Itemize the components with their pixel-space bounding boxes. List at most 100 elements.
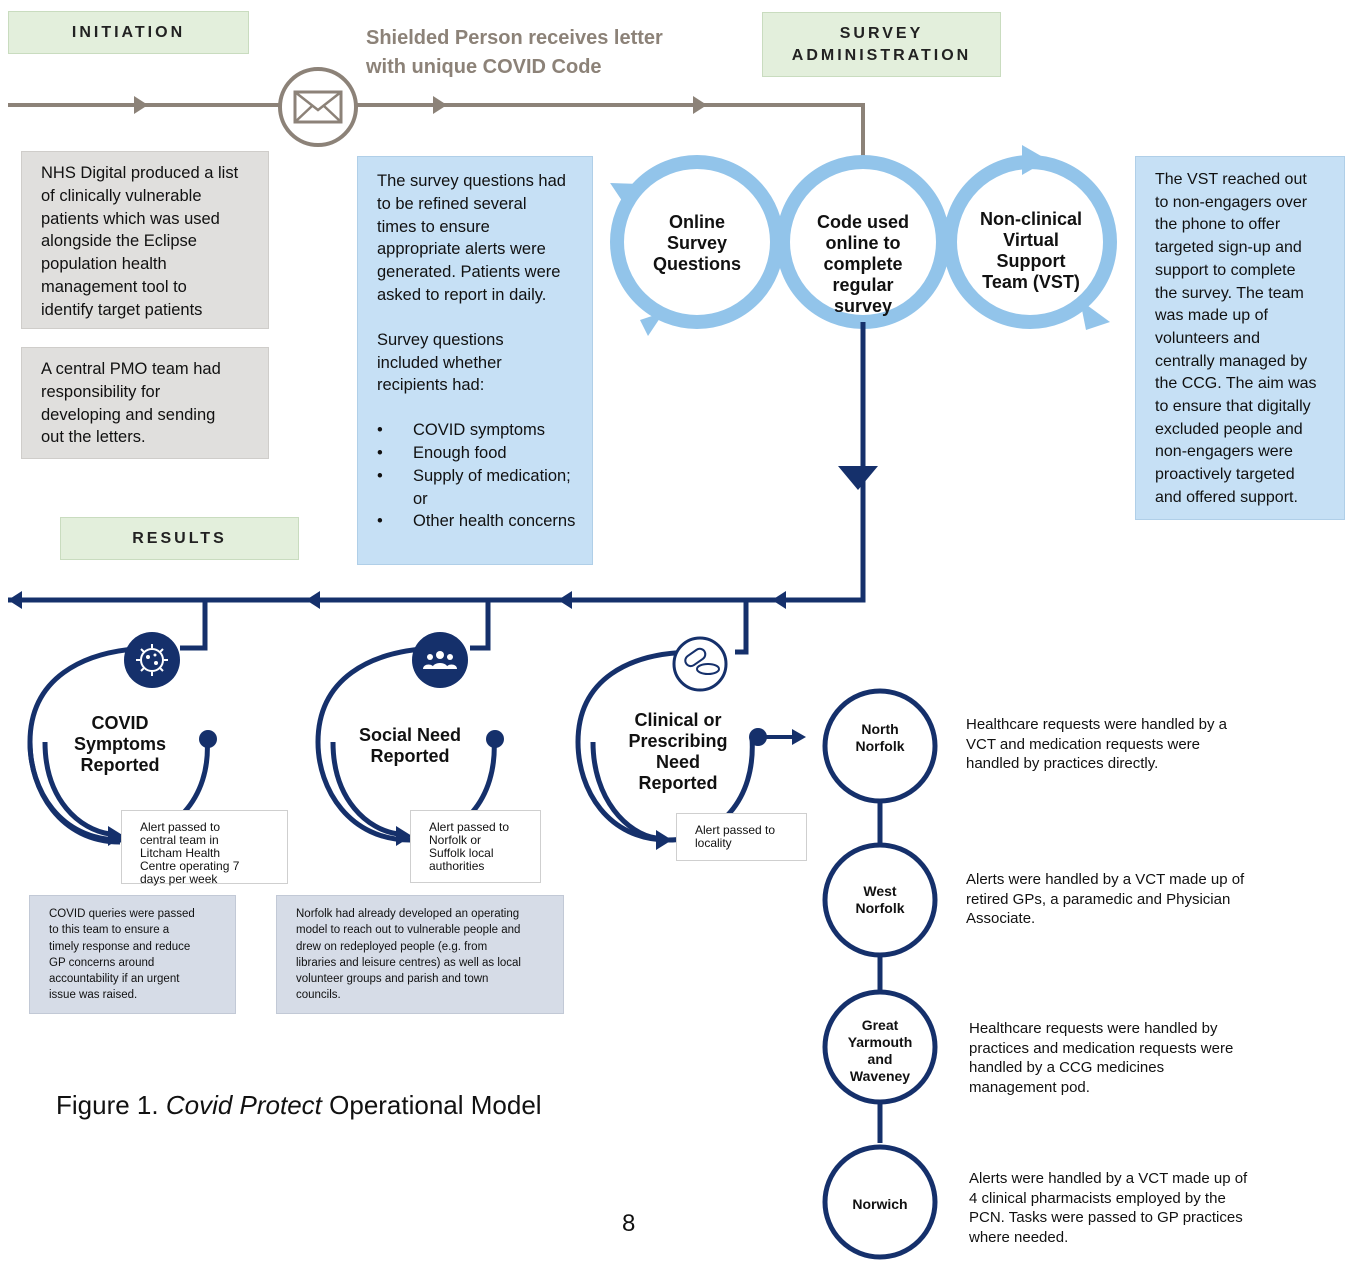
note-line: identify target patients [41,300,203,319]
note-line: retired GPs, a paramedic and Physician [966,890,1231,908]
note-line: support to complete [1155,261,1296,279]
results-header-text: RESULTS [132,529,227,547]
alert-line: Suffolk local [429,846,494,860]
locality-norwich: Norwich [830,1196,930,1213]
label-line: Reported [80,755,160,775]
note-line: The survey questions had [377,172,566,190]
note-line: the survey. The team [1155,284,1304,302]
note-line: A central PMO team had [41,360,221,378]
label-line: regular [832,275,894,295]
shielded-person-label: Shielded Person receives letter with uni… [366,24,663,82]
bullet-item: Other health concerns [377,510,582,533]
note-line: where needed. [969,1228,1069,1246]
label-line: Prescribing [628,731,728,751]
label-line: Code used [816,212,909,232]
note-line: population health [41,255,167,274]
note-line: issue was raised. [49,989,138,1002]
note-line: 4 clinical pharmacists employed by the [969,1189,1226,1207]
label-line: Survey [666,233,728,253]
pills-icon [684,647,720,675]
great-yarmouth-note: Healthcare requests were handled by prac… [969,1019,1233,1097]
survey-header-line1: SURVEY [839,24,924,42]
locality-name-line: Great [861,1017,899,1033]
shielded-line1: Shielded Person receives letter [366,27,663,49]
note-line: COVID queries were passed [49,908,195,920]
alert-line: Alert passed to [140,820,221,834]
note-line: the CCG. The aim was [1155,375,1317,393]
note-line: handled by practices directly. [966,755,1159,772]
label-line: Clinical or [634,710,722,730]
locality-name-line: Norfolk [855,900,905,916]
note-line: PCN. Tasks were passed to GP practices [969,1209,1243,1226]
note-line: developing and sending [41,405,216,424]
note-line: non-engagers were [1155,443,1293,461]
note-line: alongside the Eclipse [41,232,197,251]
locality-name-line: and [867,1051,893,1067]
label-line: Social Need [358,725,462,745]
envelope-icon [278,67,358,147]
locality-great-yarmouth-waveney: Great Yarmouth and Waveney [830,1017,930,1085]
note-line: Alerts were handled by a VCT made up of [969,1170,1248,1187]
clinical-need-label: Clinical or Prescribing Need Reported [612,710,744,794]
results-header: RESULTS [60,517,299,560]
clinical-alert-box: Alert passed to locality [676,813,807,861]
survey-questions-note: The survey questions had to be refined s… [357,156,593,565]
note-line: Healthcare requests were handled by [969,1020,1218,1037]
note-line: times to ensure [377,217,490,236]
vst-note: The VST reached out to non-engagers over… [1135,156,1345,520]
bullet-item: Supply of medication; or [377,465,582,511]
note-line: to non-engagers over [1155,193,1308,211]
note-line: VCT and medication requests were [966,735,1201,753]
note-line: included whether [377,353,502,372]
note-line: centrally managed by [1155,352,1308,370]
alert-line: days per week [140,872,218,886]
note-line: to this team to ensure a [49,924,170,937]
note-line: Associate. [966,910,1036,927]
results-flow-line [8,322,878,655]
caption-suffix: Operational Model [321,1090,542,1120]
note-line: The VST reached out [1155,171,1307,188]
note-line: Alerts were handled by a VCT made up of [966,871,1245,888]
note-line: management pod. [969,1078,1090,1096]
note-line: accountability if an urgent [49,973,180,986]
alert-line: Alert passed to [695,823,776,837]
note-line: Healthcare requests were handled by a [966,716,1227,733]
covid-note: COVID queries were passed to this team t… [29,895,236,1014]
label-line: Team (VST) [982,272,1080,292]
note-line: volunteers and [1155,329,1260,347]
alert-line: central team in [140,833,219,847]
locality-name-line: Norwich [852,1196,908,1212]
note-line: timely response and reduce [49,940,191,953]
note-line: councils. [296,989,341,1002]
note-line: generated. Patients were [377,263,561,282]
locality-north-norfolk: North Norfolk [830,721,930,755]
note-line: to ensure that digitally [1155,398,1311,416]
people-icon [423,651,457,669]
nhs-digital-note: NHS Digital produced a list of clinicall… [21,151,269,329]
alert-line: Alert passed to [429,820,510,834]
note-line: model to reach out to vulnerable people … [296,924,521,937]
locality-name-line: Waveney [849,1068,911,1084]
note-line: and offered support. [1155,488,1298,506]
note-line: to be refined several [377,194,527,213]
locality-name-line: West [863,883,897,899]
alert-line: Norfolk or [429,833,482,847]
social-alert-box: Alert passed to Norfolk or Suffolk local… [410,810,541,883]
note-line: responsibility for [41,382,161,401]
initiation-header: INITIATION [8,11,249,54]
note-line: recipients had: [377,376,485,395]
locality-name-line: North [861,721,899,737]
note-line: volunteer groups and parish and town [296,973,489,986]
norwich-note: Alerts were handled by a VCT made up of … [969,1169,1247,1247]
survey-header-line2: ADMINISTRATION [791,46,972,64]
label-line: Need [655,752,700,772]
note-line: Norfolk had already developed an operati… [296,908,520,920]
caption-prefix: Figure 1. [56,1090,166,1120]
vst-label: Non-clinical Virtual Support Team (VST) [960,209,1102,293]
label-line: complete [823,254,903,274]
label-line: COVID [91,713,149,733]
note-line: NHS Digital produced a list [41,164,239,182]
note-line: Survey questions [377,330,504,349]
note-line: excluded people and [1155,420,1303,438]
note-line: handled by a CCG medicines [969,1059,1165,1076]
